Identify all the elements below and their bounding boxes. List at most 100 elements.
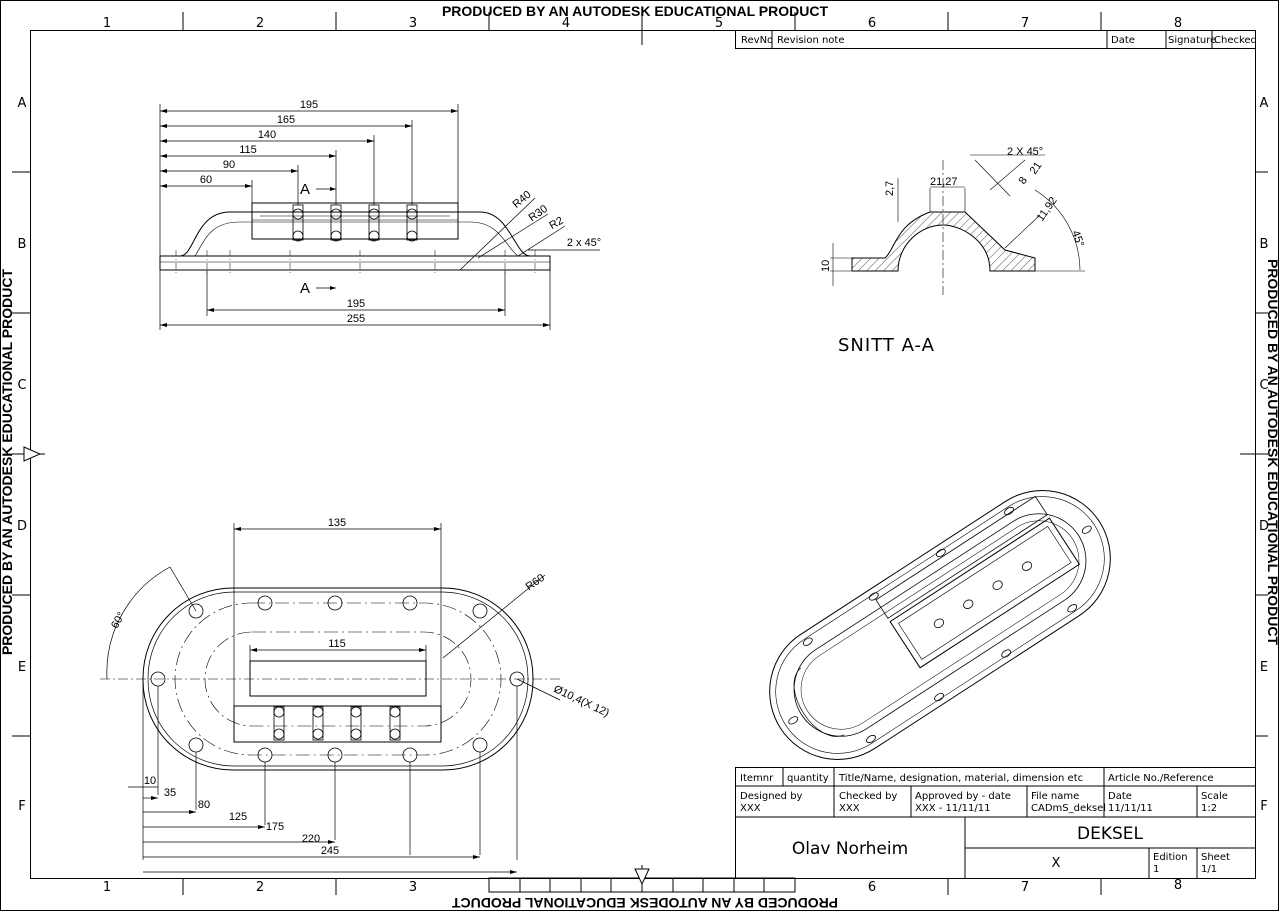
dim-135: 135 [328, 517, 346, 529]
grid-col-bottom-1: 1 [103, 880, 111, 895]
grid-col-bottom-7: 7 [1021, 880, 1029, 895]
watermark-left: PRODUCED BY AN AUTODESK EDUCATIONAL PROD… [0, 269, 15, 656]
grid-col-bottom-8: 8 [1174, 878, 1182, 893]
tb-label-title: Title/Name, designation, material, dimen… [838, 773, 1083, 784]
grid-col-top-6: 6 [868, 16, 876, 31]
dim-35: 35 [164, 787, 176, 799]
grid-col-bottom-3: 3 [409, 880, 417, 895]
tb-value-sheet: 1/1 [1201, 864, 1217, 875]
grid-row-right-c: C [1259, 378, 1268, 393]
dim-10: 10 [144, 775, 156, 787]
watermark-bottom: PRODUCED BY AN AUTODESK EDUCATIONAL PROD… [452, 895, 839, 911]
plan-view [100, 523, 561, 874]
tb-label-designed-by: Designed by [740, 791, 803, 802]
watermark-top: PRODUCED BY AN AUTODESK EDUCATIONAL PROD… [442, 3, 829, 19]
section-dim-11-92: 11,92 [1035, 195, 1060, 224]
grid-row-right-f: F [1260, 799, 1267, 814]
tb-label-file-name: File name [1031, 791, 1079, 802]
radius-r40: R40 [510, 189, 533, 211]
section-dim-10: 10 [820, 260, 832, 272]
grid-row-left-c: C [17, 378, 26, 393]
hole-callout: Ø10,4(X 12) [552, 683, 611, 719]
rev-header-revno: RevNo [741, 35, 773, 46]
section-marker-top: A [300, 181, 310, 198]
grid-row-right-e: E [1260, 660, 1268, 675]
dim-125: 125 [229, 811, 247, 823]
grid-row-left-e: E [18, 660, 26, 675]
grid-row-left-d: D [17, 519, 27, 534]
section-marker-bottom: A [300, 280, 310, 297]
tb-value-checked-by: XXX [839, 803, 860, 814]
grid-row-left-f: F [18, 799, 25, 814]
dim-175: 175 [266, 821, 284, 833]
grid-col-top-1: 1 [103, 16, 111, 31]
title-block [735, 767, 1256, 879]
section-dim-21-27: 21,27 [930, 176, 958, 188]
tb-label-date: Date [1108, 791, 1132, 802]
dim-90: 90 [223, 159, 235, 171]
grid-col-top-2: 2 [256, 16, 264, 31]
dim-220: 220 [302, 833, 320, 845]
dim-115-plan: 115 [328, 638, 346, 650]
tb-label-edition: Edition [1153, 852, 1188, 863]
radius-r60: R60 [524, 572, 547, 593]
grid-row-left-b: B [18, 237, 27, 252]
dim-195-top: 195 [300, 99, 318, 111]
section-angle-45: 45° [1069, 229, 1086, 249]
dim-165: 165 [277, 114, 295, 126]
dim-245: 245 [321, 845, 339, 857]
section-view [830, 154, 1085, 295]
tb-label-approved-by: Approved by - date [915, 791, 1011, 802]
grid-row-right-a: A [1260, 96, 1269, 111]
rev-header-signature: Signature [1168, 35, 1216, 46]
grid-col-top-5: 5 [715, 16, 723, 31]
dim-255: 255 [347, 313, 365, 325]
watermarks: PRODUCED BY AN AUTODESK EDUCATIONAL PROD… [0, 3, 1279, 911]
tb-label-item: Itemnr [740, 773, 774, 784]
front-view-labels: 195 165 140 115 90 60 195 255 A A R40 R3… [200, 99, 601, 325]
tb-value-edition: 1 [1153, 864, 1159, 875]
dim-140: 140 [258, 129, 276, 141]
section-chamfer: 2 X 45° [1007, 146, 1043, 158]
rev-header-date: Date [1111, 35, 1135, 46]
rev-header-note: Revision note [777, 35, 845, 46]
tb-value-date: 11/11/11 [1108, 803, 1153, 814]
radius-r2: R2 [547, 215, 565, 232]
front-view [159, 104, 600, 330]
section-dim-2-7: 2,7 [884, 181, 896, 196]
rev-header-checked: Checked [1214, 35, 1257, 46]
plan-view-labels: 135 115 60° R60 Ø10,4(X 12) 10 35 80 125… [109, 517, 611, 857]
watermark-right: PRODUCED BY AN AUTODESK EDUCATIONAL PROD… [1265, 259, 1279, 646]
tb-value-approved-by: XXX - 11/11/11 [915, 803, 990, 814]
section-dim-8: 8 [1017, 175, 1030, 187]
tb-part-name: DEKSEL [1077, 824, 1144, 844]
tb-label-sheet: Sheet [1201, 852, 1230, 863]
grid-col-bottom-2: 2 [256, 880, 264, 895]
revision-table: RevNo Revision note Date Signature Check… [735, 30, 1257, 49]
tb-label-checked-by: Checked by [839, 791, 897, 802]
tb-value-scale: 1:2 [1201, 803, 1217, 814]
angle-60: 60° [109, 610, 128, 630]
grid-col-top-3: 3 [409, 16, 417, 31]
dim-60: 60 [200, 174, 212, 186]
grid-col-top-7: 7 [1021, 16, 1029, 31]
tb-x-mark: X [1052, 856, 1061, 871]
tb-label-scale: Scale [1201, 791, 1228, 802]
grid-labels: 1 2 3 4 5 6 7 8 1 2 3 6 7 8 A B C D E F … [17, 16, 1269, 895]
grid-row-left-a: A [18, 96, 27, 111]
grid-col-bottom-6: 6 [868, 880, 876, 895]
tb-label-quantity: quantity [787, 773, 829, 784]
isometric-view [769, 490, 1111, 760]
grid-col-top-4: 4 [562, 16, 570, 31]
dim-195-bottom: 195 [347, 298, 365, 310]
grid-col-top-8: 8 [1174, 16, 1182, 31]
tb-label-article: Article No./Reference [1108, 773, 1214, 784]
radius-r30: R30 [527, 203, 550, 224]
dim-115-front: 115 [239, 144, 257, 156]
grid-row-right-b: B [1260, 237, 1269, 252]
section-view-labels: 2 X 45° 21,27 2,7 21 8 11,92 45° 10 SNIT… [820, 146, 1086, 356]
title-block-text: Itemnr quantity Title/Name, designation,… [740, 773, 1230, 875]
grid-row-right-d: D [1259, 519, 1269, 534]
